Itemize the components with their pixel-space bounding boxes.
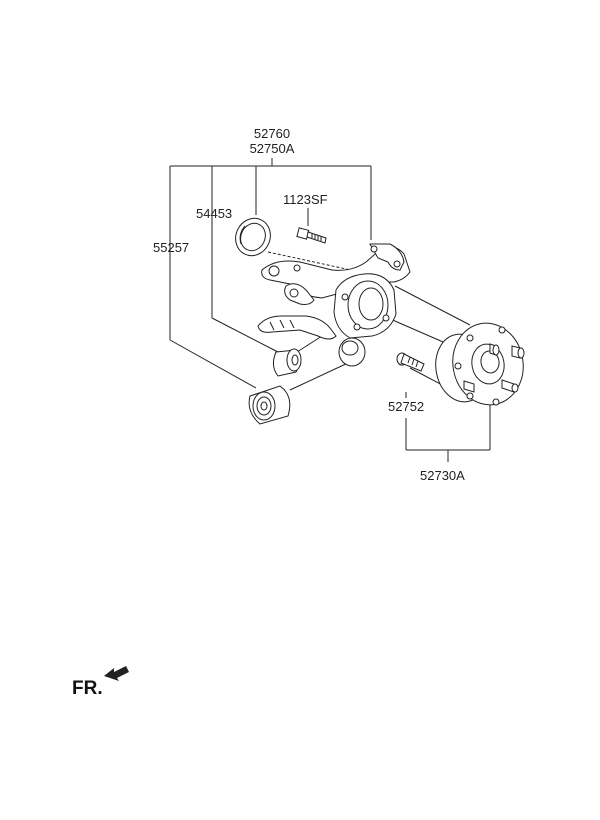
bushing-54453 (272, 348, 302, 377)
knuckle-body (257, 243, 411, 367)
front-direction-indicator: FR. (72, 666, 129, 699)
bolt-1123sf (296, 227, 327, 244)
bushing-55257 (248, 385, 291, 425)
hub-assembly-52730a (435, 322, 525, 406)
label-54453: 54453 (196, 206, 232, 221)
hub-bolt-52752 (396, 352, 425, 372)
label-52760: 52760 (254, 126, 290, 141)
label-52730a: 52730A (420, 468, 465, 483)
leader-lines (169, 158, 491, 462)
label-52750a: 52750A (250, 141, 295, 156)
seal-ring (235, 217, 271, 257)
front-label: FR. (72, 678, 103, 699)
label-52752: 52752 (388, 399, 424, 414)
label-55257: 55257 (153, 240, 189, 255)
label-1123sf: 1123SF (283, 192, 328, 207)
front-arrow-icon (104, 666, 129, 681)
